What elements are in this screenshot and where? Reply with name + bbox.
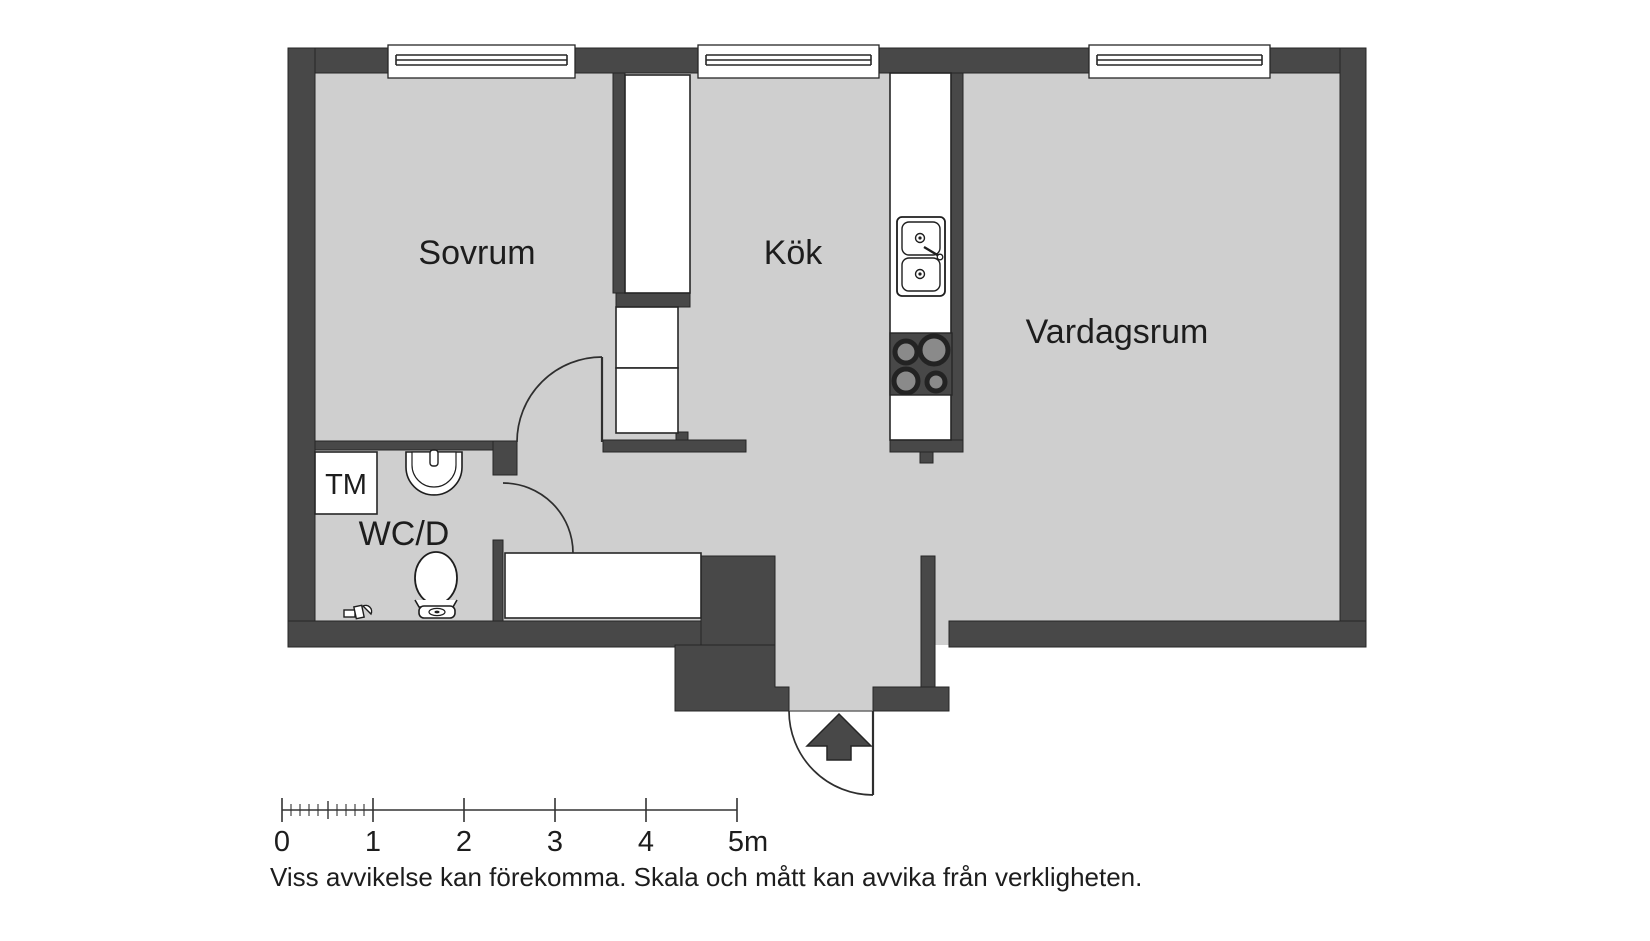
window-kitchen bbox=[697, 44, 880, 79]
scale-tick-2: 2 bbox=[456, 826, 472, 858]
closet-upper bbox=[615, 306, 679, 369]
wall-hall-closet-bottom bbox=[602, 439, 747, 453]
room-labels: Sovrum Kök Vardagsrum WC/D TM bbox=[325, 234, 1208, 553]
wall-closet-stub bbox=[675, 431, 689, 441]
closet-lower bbox=[615, 367, 679, 434]
bathroom-fixtures bbox=[314, 449, 463, 620]
stove bbox=[889, 332, 953, 396]
scale-tick-5m: 5m bbox=[728, 826, 768, 858]
wall-kitchen-counter-bottom bbox=[889, 439, 964, 453]
closet-divider-wall bbox=[615, 292, 691, 308]
apartment-floor bbox=[315, 73, 1340, 621]
exterior-wall-right bbox=[1339, 47, 1367, 648]
wall-bathroom-right bbox=[492, 539, 504, 622]
window-bedroom bbox=[387, 44, 576, 79]
doors bbox=[502, 356, 875, 796]
kitchen-sink bbox=[896, 216, 946, 297]
wall-kitchen-livingroom bbox=[950, 72, 964, 441]
living-room-label: Vardagsrum bbox=[1026, 313, 1209, 351]
floor-drain-icon bbox=[343, 604, 373, 620]
scale-tick-3: 3 bbox=[547, 826, 563, 858]
wall-bedroom-closet bbox=[612, 72, 626, 294]
kitchen-label: Kök bbox=[764, 234, 824, 272]
bathroom-label: WC/D bbox=[359, 515, 450, 553]
hall-wardrobe bbox=[504, 552, 702, 619]
wall-bedroom-bottom bbox=[314, 440, 518, 451]
scale-tick-4: 4 bbox=[638, 826, 654, 858]
windows bbox=[387, 44, 1271, 79]
scale-bar bbox=[281, 798, 738, 822]
toilet bbox=[414, 551, 458, 619]
floor-areas bbox=[315, 73, 1340, 711]
disclaimer-text: Viss avvikelse kan förekomma. Skala och … bbox=[270, 862, 1142, 892]
entrance-wall-right-lower bbox=[872, 686, 950, 712]
entrance-door bbox=[788, 710, 875, 796]
entrance-wall-left-upper bbox=[700, 555, 776, 648]
entrance-wall-right-thin bbox=[920, 555, 936, 691]
wall-bathroom-door-jamb bbox=[492, 440, 518, 476]
scale-tick-0: 0 bbox=[274, 826, 290, 858]
kitchen-fixtures bbox=[889, 72, 953, 441]
exterior-wall-bottom-right bbox=[948, 620, 1367, 648]
bathroom-sink bbox=[405, 449, 463, 496]
scale-bar-minor-ticks bbox=[290, 801, 365, 819]
wall-kitchen-counter-stub bbox=[919, 451, 934, 464]
entrance-wall-left-lower bbox=[674, 644, 790, 712]
washing-machine-label: TM bbox=[325, 469, 367, 501]
bedroom-label: Sovrum bbox=[418, 234, 535, 272]
exterior-wall-bottom-left bbox=[287, 620, 711, 648]
entrance-arrow-icon bbox=[805, 712, 873, 761]
bedroom-door bbox=[516, 356, 604, 443]
scale-bar-labels: 0 1 2 3 4 5m bbox=[274, 826, 768, 858]
window-livingroom bbox=[1088, 44, 1271, 79]
closet-tall bbox=[624, 74, 691, 294]
bathroom-door bbox=[502, 482, 574, 554]
closets bbox=[504, 74, 702, 619]
exterior-wall-left bbox=[287, 47, 316, 648]
washing-machine bbox=[314, 451, 378, 515]
scale-tick-1: 1 bbox=[365, 826, 381, 858]
